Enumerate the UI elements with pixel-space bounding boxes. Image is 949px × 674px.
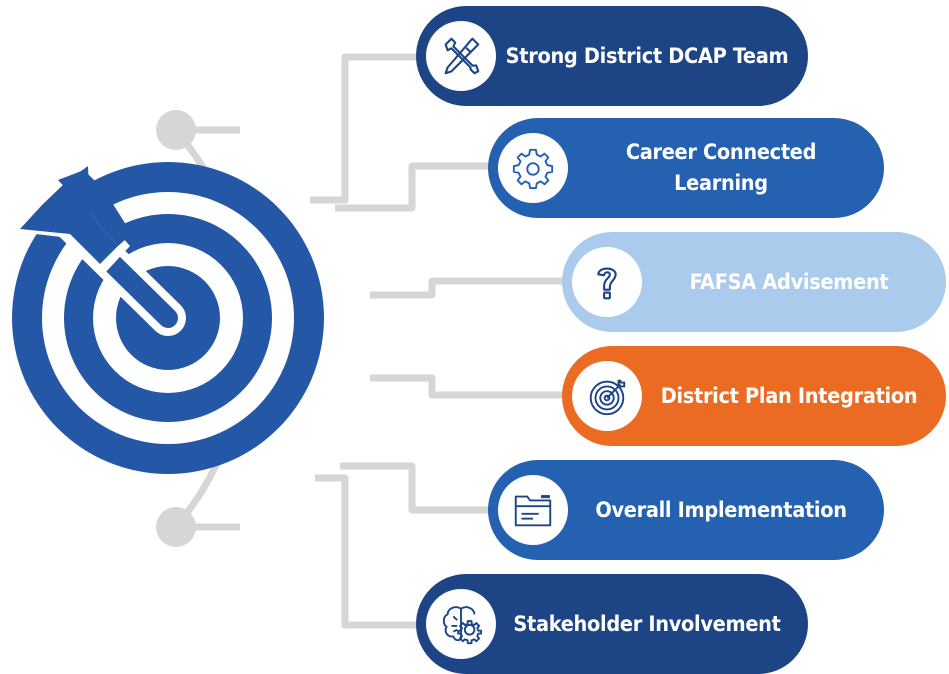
connector-2 <box>335 162 492 212</box>
pill-fafsa-advisement: FAFSA Advisement <box>562 232 946 332</box>
label-overall-implementation: Overall Implementation <box>595 497 847 523</box>
brain-gear-icon-badge <box>426 589 496 659</box>
tools-icon <box>444 37 480 75</box>
label-career-connected-learning: Career Connected Learning <box>625 140 817 196</box>
label-stakeholder-involvement: Stakeholder Involvement <box>513 611 781 637</box>
brain-gear-icon <box>442 606 483 645</box>
connector-6 <box>315 474 420 629</box>
question-icon <box>597 267 617 300</box>
connector-dot-bottom <box>156 507 196 547</box>
connector-4 <box>370 374 565 399</box>
target-graphic <box>12 160 324 474</box>
gear-icon-badge <box>498 133 568 203</box>
folder-icon <box>514 494 552 527</box>
pill-stakeholder-involvement: Stakeholder Involvement <box>416 574 808 674</box>
connector-dot-top <box>156 110 196 150</box>
target-icon-badge <box>572 361 642 431</box>
tools-icon-badge <box>426 21 496 91</box>
question-icon-badge <box>572 247 642 317</box>
pill-district-plan-integration: District Plan Integration <box>562 346 946 446</box>
target-icon <box>589 379 626 416</box>
label-fafsa-advisement: FAFSA Advisement <box>689 269 889 295</box>
pill-career-connected-learning: Career Connected Learning <box>488 118 884 218</box>
label-strong-district-dcap-team: Strong District DCAP Team <box>505 43 789 69</box>
connector-5 <box>340 462 492 514</box>
folder-icon-badge <box>498 475 568 545</box>
connector-3 <box>370 277 565 299</box>
connector-1 <box>310 53 420 204</box>
pill-strong-district-dcap-team: Strong District DCAP Team <box>416 6 808 106</box>
label-district-plan-integration: District Plan Integration <box>660 383 918 409</box>
gear-icon <box>512 148 554 190</box>
pill-overall-implementation: Overall Implementation <box>488 460 884 560</box>
